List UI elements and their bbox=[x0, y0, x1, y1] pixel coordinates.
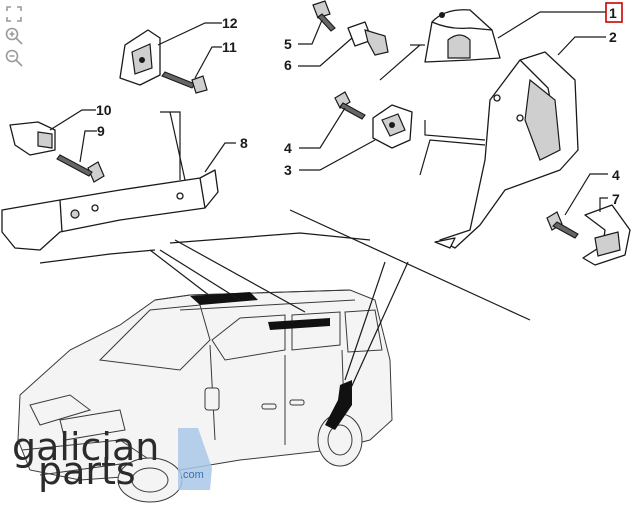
part-9-screw[interactable] bbox=[56, 154, 105, 183]
part-10-clip[interactable] bbox=[9, 121, 56, 156]
zoom-in-icon[interactable] bbox=[4, 26, 24, 46]
callout-labels: 1 2 3 4 4 5 6 7 8 9 10 11 12 bbox=[96, 2, 623, 207]
watermark-suffix: .com bbox=[180, 469, 204, 481]
watermark-line2: parts bbox=[38, 449, 136, 493]
callout-5[interactable]: 5 bbox=[284, 36, 292, 52]
callout-10[interactable]: 10 bbox=[96, 102, 112, 118]
callout-1[interactable]: 1 bbox=[609, 5, 617, 21]
part-11-screw[interactable] bbox=[161, 71, 208, 94]
part-5-screw[interactable] bbox=[312, 0, 336, 32]
part-4-screw-upper[interactable] bbox=[334, 91, 366, 120]
callout-1-highlight bbox=[605, 2, 623, 23]
part-3-clip[interactable] bbox=[372, 104, 413, 149]
watermark-line1: galician bbox=[12, 425, 159, 469]
part-8-trim-strip[interactable] bbox=[1, 169, 219, 251]
part-6-nut[interactable] bbox=[347, 21, 389, 56]
watermark-logo: galician parts .com bbox=[12, 425, 212, 493]
zoom-out-icon[interactable] bbox=[4, 48, 24, 68]
callout-3[interactable]: 3 bbox=[284, 162, 292, 178]
part-12-bracket[interactable] bbox=[119, 29, 161, 86]
callout-4-lower[interactable]: 4 bbox=[612, 167, 620, 183]
callout-8[interactable]: 8 bbox=[240, 135, 248, 151]
leader-lines bbox=[49, 11, 608, 216]
part-7-bracket-clip[interactable] bbox=[582, 204, 631, 266]
callout-9[interactable]: 9 bbox=[97, 123, 105, 139]
part-2-pillar-trim[interactable] bbox=[434, 51, 579, 249]
callout-4-upper[interactable]: 4 bbox=[284, 140, 292, 156]
callout-6[interactable]: 6 bbox=[284, 57, 292, 73]
viewer-toolbar bbox=[4, 4, 26, 70]
callout-11[interactable]: 11 bbox=[222, 39, 237, 55]
callout-2[interactable]: 2 bbox=[609, 29, 617, 45]
callout-12[interactable]: 12 bbox=[222, 15, 238, 31]
guide-lines bbox=[39, 44, 531, 391]
part-1-cap-cover[interactable] bbox=[424, 9, 501, 63]
callout-7[interactable]: 7 bbox=[612, 191, 620, 207]
part-4-screw-lower[interactable] bbox=[546, 211, 579, 239]
fullscreen-icon[interactable] bbox=[4, 4, 24, 24]
van-illustration bbox=[17, 289, 393, 503]
